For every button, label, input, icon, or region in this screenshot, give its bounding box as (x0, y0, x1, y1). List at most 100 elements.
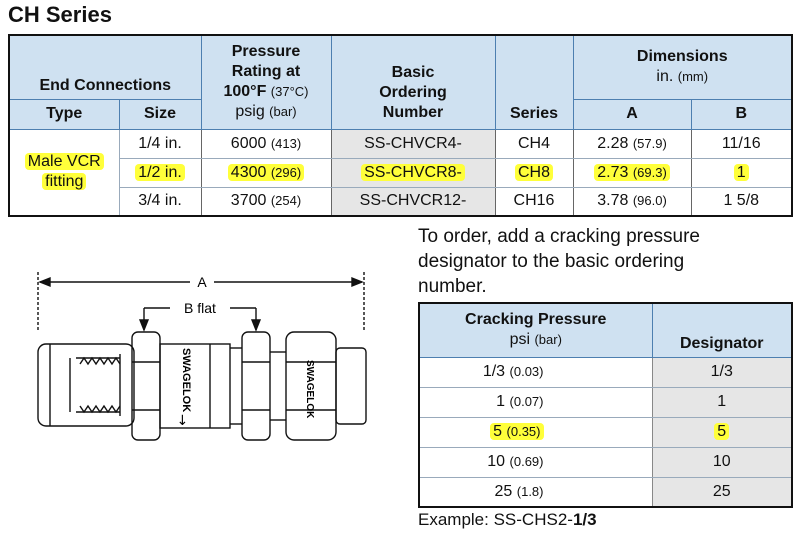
cracking-cell: 10 (0.69) (419, 447, 652, 478)
bar-value: (1.8) (516, 483, 544, 499)
dim-a-value: 2.28 (597, 134, 629, 152)
header-dim-a: A (572, 98, 692, 130)
b-flat-label: B flat (184, 300, 216, 316)
psi-value: 1/3 (482, 363, 506, 380)
header-pressure-l3-unit: (37°C) (270, 84, 309, 100)
pressure-cell: 6000 (413) (200, 129, 331, 159)
cracking-pressure-table: Cracking Pressure psi (bar) Designator 1… (418, 302, 793, 508)
header-dimensions: Dimensions in. (mm) (572, 34, 793, 100)
page-title: CH Series (8, 2, 112, 27)
header-designator: Designator (651, 302, 793, 358)
size-cell: 3/4 in. (118, 187, 201, 216)
series-cell: CH8 (494, 158, 573, 188)
header-pressure-l1: Pressure (231, 43, 301, 61)
pressure-cell: 4300 (296) (200, 158, 331, 188)
header-pressure-l2: Rating at (231, 63, 301, 81)
designator-cell: 1/3 (651, 357, 792, 388)
dim-a-value: 2.73 (597, 163, 629, 181)
header-pressure-rating: Pressure Rating at 100°F (37°C) psig (ba… (200, 34, 332, 130)
psi-value: 5 (493, 423, 503, 440)
header-dimensions-unit-mm: (mm) (677, 69, 709, 85)
dim-a-value: 3.78 (597, 192, 629, 210)
header-cracking-pressure: Cracking Pressure psi (bar) (418, 302, 653, 358)
dim-a-mm: (69.3) (632, 164, 667, 180)
pressure-bar: (254) (270, 193, 302, 209)
ordering-cell: SS-CHVCR4- (330, 129, 495, 159)
psi-value: 10 (487, 453, 506, 470)
table-row: 1 (0.07) 1 (419, 387, 792, 418)
pressure-value: 4300 (230, 163, 267, 181)
header-ordering-l2: Ordering (379, 83, 447, 101)
type-line2: fitting (42, 173, 87, 191)
psi-value: 25 (494, 482, 513, 500)
header-end-connections: End Connections (8, 34, 202, 100)
header-pressure-l4-unit: (bar) (269, 104, 297, 120)
table-row: 3/4 in. 3700 (254) SS-CHVCR12- CH16 3.78… (9, 187, 792, 216)
series-cell: CH16 (494, 187, 573, 216)
dim-a-cell: 3.78 (96.0) (572, 187, 691, 216)
pressure-value: 3700 (230, 192, 267, 210)
bar-value: (0.07) (509, 394, 544, 409)
cracking-cell: 1/3 (0.03) (419, 357, 652, 388)
header-dimensions-label: Dimensions (636, 48, 728, 66)
designator-value-hl: 5 (714, 423, 730, 440)
dim-b-value-hl: 1 (733, 163, 749, 181)
cracking-cell: 5 (0.35) (419, 417, 652, 448)
header-cracking-unit-bar: (bar) (534, 332, 562, 348)
header-series: Series (494, 34, 574, 130)
dim-a-cell: 2.28 (57.9) (572, 129, 691, 159)
table-row: Male VCR fitting 1/4 in. 6000 (413) SS-C… (8, 129, 792, 217)
pressure-value: 6000 (230, 134, 267, 152)
header-dimensions-unit: in. (656, 68, 674, 86)
size-cell: 1/4 in. (118, 129, 201, 159)
header-pressure-l4: psig (235, 103, 265, 121)
dim-a-label: A (197, 274, 207, 290)
header-size: Size (118, 98, 202, 130)
pressure-cell: 3700 (254) (200, 187, 331, 216)
bar-value: (0.03) (509, 364, 544, 379)
dim-b-cell: 1 (690, 158, 792, 188)
example-bold: 1/3 (572, 510, 597, 529)
ch-series-table: End Connections Pressure Rating at 100°F… (8, 34, 793, 217)
dim-a-mm: (96.0) (632, 193, 667, 209)
cracking-hl: 5 (0.35) (490, 423, 544, 440)
table-row: 10 (0.69) 10 (419, 447, 792, 478)
series-cell: CH4 (494, 129, 573, 159)
ordering-value-hl: SS-CHVCR8- (361, 163, 465, 181)
dim-b-cell: 1 5/8 (690, 187, 792, 216)
header-type: Type (8, 98, 120, 130)
order-instructions: To order, add a cracking pressure design… (418, 226, 700, 297)
designator-cell: 5 (651, 417, 792, 448)
pressure-bar: (296) (270, 164, 302, 180)
designator-cell: 25 (651, 477, 792, 508)
bar-value: (0.35) (506, 424, 541, 439)
cracking-cell: 25 (1.8) (419, 477, 652, 508)
bar-value: (0.69) (509, 454, 544, 469)
header-ordering-l3: Number (382, 103, 444, 121)
designator-cell: 1 (651, 387, 792, 418)
table-row: 25 (1.8) 25 (419, 477, 792, 508)
example-prefix: Example: SS-CHS2- (418, 510, 573, 529)
pressure-bar: (413) (270, 135, 302, 151)
header-dim-b: B (690, 98, 793, 130)
header-cracking-unit: psi (509, 331, 531, 349)
dim-b-cell: 11/16 (690, 129, 792, 159)
dim-a-mm: (57.9) (632, 135, 667, 151)
designator-cell: 10 (651, 447, 792, 478)
series-value-hl: CH8 (514, 163, 553, 181)
psi-value: 1 (496, 393, 506, 410)
size-value-hl: 1/2 in. (135, 163, 185, 181)
dim-a-hl: 2.73 (69.3) (594, 163, 670, 181)
ordering-cell: SS-CHVCR8- (330, 158, 495, 188)
header-ordering-l1: Basic (391, 63, 435, 81)
dim-a-cell: 2.73 (69.3) (572, 158, 691, 188)
header-pressure-l3: 100°F (223, 83, 267, 101)
brand-text-nut: SWAGELOK (304, 360, 315, 419)
cracking-cell: 1 (0.07) (419, 387, 652, 418)
fitting-drawing: A B flat SWAGELOK SWAGELOK → (37, 272, 367, 441)
type-cell: Male VCR fitting (8, 129, 120, 217)
brand-text-body: SWAGELOK (180, 348, 192, 412)
header-basic-ordering-number: Basic Ordering Number (330, 34, 496, 130)
size-cell: 1/2 in. (118, 158, 201, 188)
type-line1: Male VCR (24, 153, 104, 171)
